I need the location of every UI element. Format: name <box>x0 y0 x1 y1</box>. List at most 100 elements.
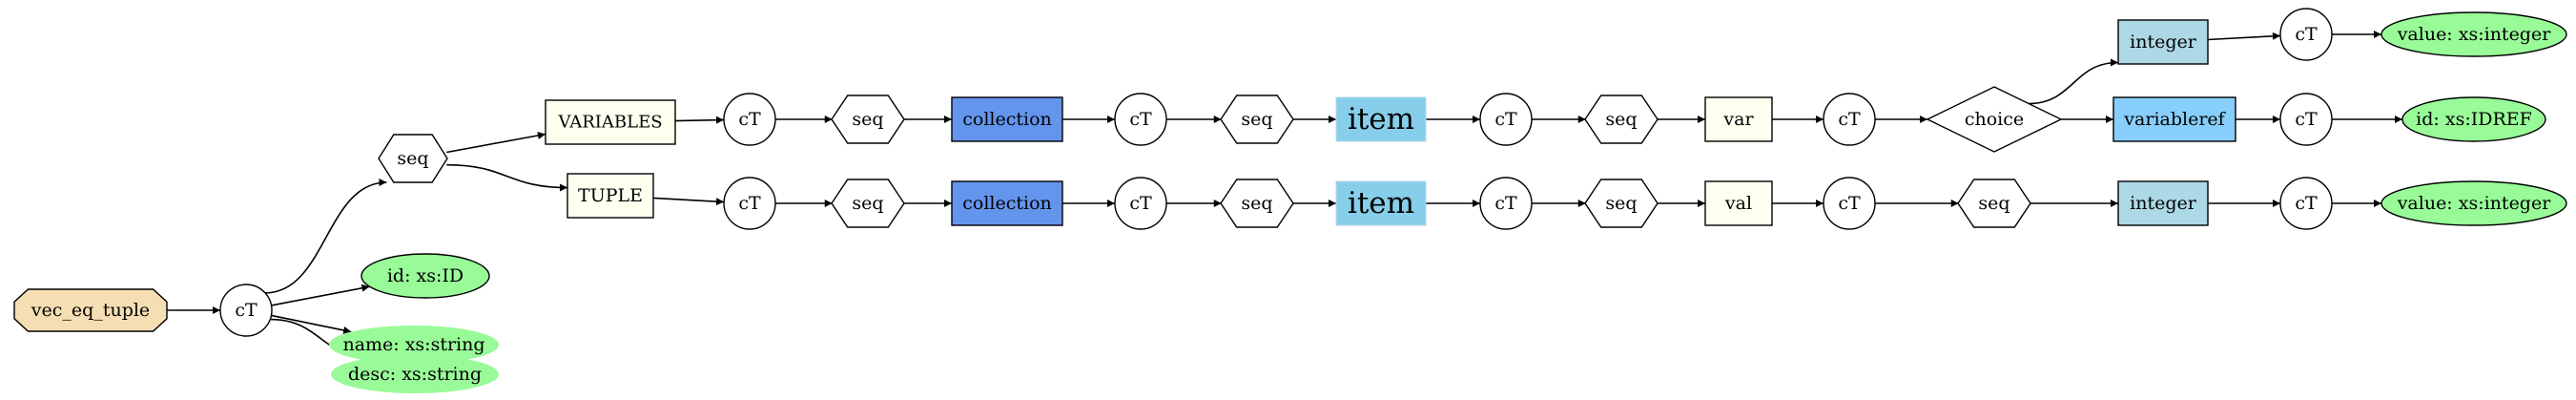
node-seq_root: seq <box>378 134 448 183</box>
edge-layer <box>167 31 2402 362</box>
node-integer_bot: integer <box>2117 180 2209 226</box>
node-idref-label: id: xs:IDREF <box>2416 109 2532 130</box>
node-ct_t1-shape <box>723 177 776 230</box>
node-idref-shape <box>2401 96 2546 142</box>
node-integer_top-label: integer <box>2130 32 2197 53</box>
node-seq_v3: seq <box>1584 95 1659 144</box>
node-ct_vref-shape <box>2279 93 2333 146</box>
node-variableref: variableref <box>2112 96 2236 142</box>
node-ct_v2-label: cT <box>1129 109 1152 130</box>
node-item_v: item <box>1335 96 1427 142</box>
node-variables-shape <box>545 99 676 145</box>
node-val_bot-label: value: xs:integer <box>2397 193 2552 214</box>
edge-choice-to-integer_top <box>2029 58 2119 105</box>
node-val: val <box>1704 180 1773 226</box>
node-coll_t-shape <box>951 180 1063 226</box>
node-ct_v3-shape <box>1479 93 1533 146</box>
node-attr_id-label: id: xs:ID <box>387 265 464 286</box>
node-attr_name-label: name: xs:string <box>342 334 484 355</box>
edge-ct_root-to-seq_root <box>264 179 387 294</box>
node-attr_id: id: xs:ID <box>361 253 490 299</box>
node-seq_t3: seq <box>1584 179 1659 228</box>
node-ct_t1-label: cT <box>738 193 761 214</box>
node-ct_t2-label: cT <box>1129 193 1152 214</box>
node-variableref-label: variableref <box>2123 109 2226 130</box>
node-ct_int_top-label: cT <box>2295 24 2318 45</box>
node-ct_v1: cT <box>723 93 776 146</box>
node-seq_t3-shape <box>1584 179 1659 228</box>
node-ct_t2: cT <box>1114 177 1167 230</box>
node-ct_root-label: cT <box>235 300 258 321</box>
node-variables-label: VARIABLES <box>557 113 662 133</box>
node-seq_v2-shape <box>1220 95 1294 144</box>
node-ct_t4-shape <box>1823 177 1876 230</box>
node-coll_t: collection <box>951 180 1063 226</box>
node-seq_v1-label: seq <box>852 109 883 130</box>
edge-variables-to-ct_v1 <box>674 116 725 124</box>
node-item_t-shape <box>1335 180 1427 226</box>
node-seq_t4-label: seq <box>1978 193 2009 214</box>
node-choice-label: choice <box>1965 109 2024 130</box>
node-coll_t-label: collection <box>962 193 1052 214</box>
node-seq_root-shape <box>378 134 448 183</box>
node-tuple-label: TUPLE <box>578 185 643 206</box>
node-ct_t3-label: cT <box>1494 193 1517 214</box>
node-ct_v4-label: cT <box>1838 109 1861 130</box>
node-ct_v2-shape <box>1114 93 1167 146</box>
node-variableref-shape <box>2112 96 2236 142</box>
node-seq_t2-label: seq <box>1241 193 1272 214</box>
node-attr_name-shape <box>329 326 499 364</box>
node-ct_vref-label: cT <box>2295 109 2318 130</box>
node-attr_desc: desc: xs:string <box>331 355 499 393</box>
node-val_top: value: xs:integer <box>2380 11 2567 57</box>
node-seq_t1-shape <box>831 179 905 228</box>
node-seq_v2: seq <box>1220 95 1294 144</box>
node-ct_t1: cT <box>723 177 776 230</box>
node-seq_t2: seq <box>1220 179 1294 228</box>
node-val_top-shape <box>2380 11 2567 57</box>
node-attr_desc-shape <box>331 355 499 393</box>
node-ct_t2-shape <box>1114 177 1167 230</box>
node-ct_int_bot-shape <box>2279 177 2333 230</box>
node-ct_root: cT <box>219 284 273 337</box>
node-ct_v4: cT <box>1823 93 1876 146</box>
node-ct_t3: cT <box>1479 177 1533 230</box>
node-seq_t4-shape <box>1957 179 2031 228</box>
edge-ct_root-to-attr_id <box>271 284 370 306</box>
node-val_bot: value: xs:integer <box>2380 180 2567 226</box>
node-val-label: val <box>1724 193 1752 214</box>
node-ct_root-shape <box>219 284 273 337</box>
node-item_t: item <box>1335 180 1427 226</box>
edge-tuple-to-ct_t1 <box>652 197 725 206</box>
node-ct_t4: cT <box>1823 177 1876 230</box>
node-layer: vec_eq_tuple cT seq id: xs:ID name: xs:strin… <box>13 8 2567 393</box>
node-ct_v2: cT <box>1114 93 1167 146</box>
node-seq_t3-label: seq <box>1605 193 1637 214</box>
node-seq_v2-label: seq <box>1241 109 1272 130</box>
node-var: var <box>1704 96 1773 142</box>
node-ct_t4-label: cT <box>1838 193 1861 214</box>
node-seq_v3-label: seq <box>1605 109 1637 130</box>
node-val_top-label: value: xs:integer <box>2397 24 2552 45</box>
node-var-label: var <box>1722 109 1754 130</box>
node-attr_id-shape <box>361 253 490 299</box>
edge-seq_root-to-tuple <box>446 163 568 192</box>
node-ct_v1-shape <box>723 93 776 146</box>
node-ct_int_bot-label: cT <box>2295 193 2318 214</box>
node-ct_v4-shape <box>1823 93 1876 146</box>
node-tuple: TUPLE <box>567 173 654 219</box>
node-ct_int_top: cT <box>2279 8 2333 61</box>
node-var-shape <box>1704 96 1773 142</box>
node-seq_t1: seq <box>831 179 905 228</box>
node-ct_vref: cT <box>2279 93 2333 146</box>
node-attr_name: name: xs:string <box>329 326 499 364</box>
node-seq_v3-shape <box>1584 95 1659 144</box>
edge-integer_top-to-ct_int_top <box>2207 32 2281 41</box>
edge-seq_root-to-variables <box>446 131 546 154</box>
node-root-shape <box>13 288 168 332</box>
node-ct_int_bot: cT <box>2279 177 2333 230</box>
node-ct_v3: cT <box>1479 93 1533 146</box>
node-root-label: vec_eq_tuple <box>31 300 150 321</box>
node-seq_t1-label: seq <box>852 193 883 214</box>
node-item_v-shape <box>1335 96 1427 142</box>
